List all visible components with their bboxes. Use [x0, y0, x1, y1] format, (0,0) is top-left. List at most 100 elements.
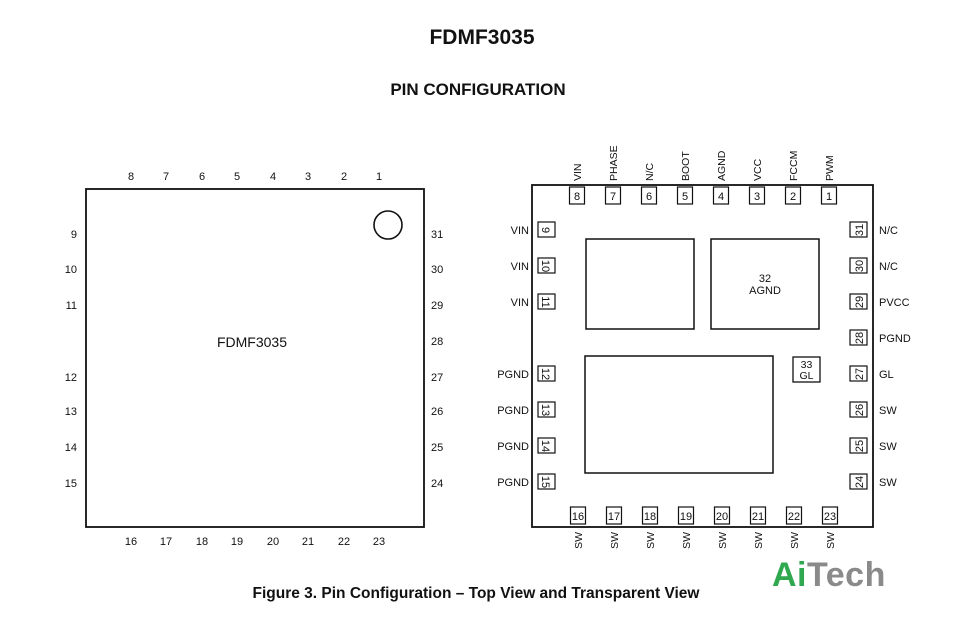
pin-box — [849, 257, 868, 274]
pin-box — [537, 365, 556, 382]
pin-name: SW — [879, 441, 897, 453]
pin-name: SW — [753, 532, 765, 549]
top-view-pin-number: 3 — [305, 171, 311, 183]
pin-number: 20 — [716, 511, 728, 523]
pin-box — [537, 293, 556, 310]
top-view-pin-number: 15 — [65, 478, 77, 490]
pin-box — [605, 506, 623, 525]
pin-box — [849, 221, 868, 238]
pin-number: 3 — [754, 191, 760, 203]
pin-name: PHASE — [608, 145, 620, 181]
pad-33-name: GL — [799, 370, 813, 382]
pin-number: 11 — [539, 296, 551, 307]
pin-box — [784, 186, 802, 205]
pin-name: SW — [717, 532, 729, 549]
pin-name: VIN — [511, 225, 529, 237]
pin-name: N/C — [644, 163, 656, 182]
pin-box — [849, 365, 868, 382]
pin-box — [849, 437, 868, 454]
top-view-pin-number: 25 — [431, 442, 443, 454]
figure-caption: Figure 3. Pin Configuration – Top View a… — [252, 585, 700, 602]
pin-box — [849, 329, 868, 346]
pin-box — [820, 186, 838, 205]
pin-number: 16 — [572, 511, 584, 523]
top-view-pin-number: 21 — [302, 536, 314, 548]
pin-box — [640, 186, 658, 205]
top-view-pin-number: 4 — [270, 171, 276, 183]
top-view-pin-number: 27 — [431, 372, 443, 384]
top-view-pin-number: 19 — [231, 536, 243, 548]
pin-number: 7 — [610, 191, 616, 203]
pin-box — [677, 506, 695, 525]
top-view-pin-number: 9 — [71, 229, 77, 241]
pin-number: 1 — [826, 191, 832, 203]
pin-number: 31 — [854, 224, 866, 236]
pad-32-name: AGND — [749, 285, 781, 297]
pin-number: 4 — [718, 191, 724, 203]
pin-box — [849, 473, 868, 490]
pin-name: PGND — [497, 405, 529, 417]
pin-number: 17 — [608, 511, 620, 523]
pin-name: PGND — [497, 441, 529, 453]
pin-box — [849, 293, 868, 310]
pin-name: VIN — [511, 297, 529, 309]
top-view-pin-number: 5 — [234, 171, 240, 183]
pad-32-number: 32 — [759, 273, 771, 285]
agnd-pad-32 — [710, 238, 820, 330]
top-view-pin-number: 10 — [65, 264, 77, 276]
pin-number: 25 — [854, 440, 866, 452]
pin-box — [604, 186, 622, 205]
pin-name: AGND — [716, 150, 728, 181]
pin-number: 29 — [854, 296, 866, 308]
pin-box — [537, 437, 556, 454]
pin-box — [537, 221, 556, 238]
pin-name: VIN — [572, 163, 584, 181]
top-view-pin-number: 20 — [267, 536, 279, 548]
pin-name: SW — [573, 532, 585, 549]
top-view-pin-number: 6 — [199, 171, 205, 183]
pin-name: VCC — [752, 158, 764, 181]
pin-name: GL — [879, 369, 894, 381]
pin-number: 28 — [854, 332, 866, 344]
pin-number: 8 — [574, 191, 580, 203]
pin-number: 23 — [824, 511, 836, 523]
pin-name: PGND — [497, 477, 529, 489]
pin-name: VIN — [511, 261, 529, 273]
pin1-indicator — [373, 210, 403, 240]
top-view-pin-number: 29 — [431, 300, 443, 312]
pin-name: PGND — [879, 333, 911, 345]
pin-number: 18 — [644, 511, 656, 523]
pin-box — [785, 506, 803, 525]
top-view-pin-number: 22 — [338, 536, 350, 548]
top-view-pin-number: 13 — [65, 406, 77, 418]
pin-name: BOOT — [680, 151, 692, 181]
top-view-pin-number: 23 — [373, 536, 385, 548]
pin-number: 24 — [854, 476, 866, 488]
pin-box — [749, 506, 767, 525]
section-title: PIN CONFIGURATION — [390, 80, 566, 99]
pin-name: PWM — [824, 155, 836, 181]
pin-number: 22 — [788, 511, 800, 523]
pin-name: SW — [789, 532, 801, 549]
low-side-fet-pad — [584, 355, 774, 474]
top-view-pin-number: 8 — [128, 171, 134, 183]
pin-name: SW — [879, 405, 897, 417]
pin-box — [537, 473, 556, 490]
pin-box — [713, 506, 731, 525]
top-view-pin-number: 28 — [431, 336, 443, 348]
pin-name: SW — [645, 532, 657, 549]
pin-name: SW — [879, 477, 897, 489]
pin-number: 21 — [752, 511, 764, 523]
gl-pad-33 — [792, 356, 821, 383]
pin-name: PGND — [497, 369, 529, 381]
top-view-pin-number: 14 — [65, 442, 77, 454]
package-label: FDMF3035 — [217, 334, 287, 350]
pin-number: 12 — [539, 368, 551, 380]
transparent-view: 32 AGND 33 GL 8VIN7PHASE6N/C5BOOT4AGND3V… — [497, 145, 911, 549]
